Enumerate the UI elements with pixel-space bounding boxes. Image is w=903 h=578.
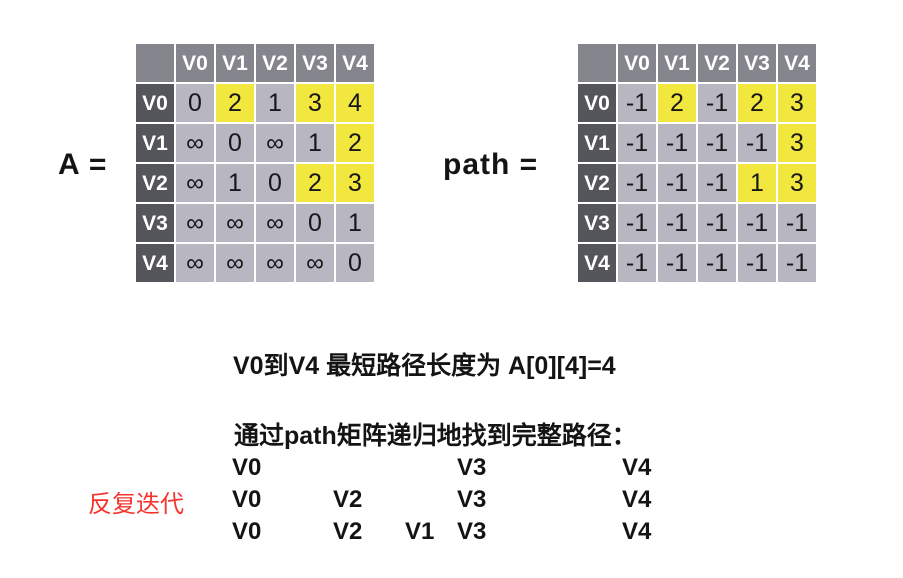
col-header-cell: V4 [778,44,816,82]
matrix-cell: 1 [296,124,334,162]
matrix-cell: 2 [658,84,696,122]
matrix-cell: 3 [336,164,374,202]
path-node: V2 [333,518,363,545]
matrix-cell: 3 [296,84,334,122]
row-header-cell: V2 [136,164,174,202]
row-header-cell: V1 [136,124,174,162]
matrix-cell: -1 [618,204,656,242]
matrix-cell: -1 [618,84,656,122]
matrix-cell: -1 [698,204,736,242]
row-header-cell: V1 [578,124,616,162]
col-header-cell: V2 [256,44,294,82]
path-node: V4 [622,518,652,545]
matrix-cell: 1 [256,84,294,122]
col-header-cell: V0 [618,44,656,82]
matrix-cell: ∞ [176,164,214,202]
matrix-cell: ∞ [216,204,254,242]
path-node: V0 [232,454,262,481]
row-header-cell: V4 [136,244,174,282]
matrix-cell: -1 [698,164,736,202]
path-node: V4 [622,486,652,513]
matrix-cell: ∞ [296,244,334,282]
matrix-cell: -1 [618,164,656,202]
matrix-cell: ∞ [176,124,214,162]
matrix-cell: 1 [738,164,776,202]
matrix-cell: -1 [658,164,696,202]
matrix-cell: ∞ [256,124,294,162]
path-node: V4 [622,454,652,481]
path-node: V0 [232,486,262,513]
path-node: V3 [457,518,487,545]
matrix-path-label: path = [443,148,539,181]
col-header-cell: V2 [698,44,736,82]
col-header-cell: V3 [296,44,334,82]
corner-cell [578,44,616,82]
matrix-cell: 3 [778,164,816,202]
matrix-cell: -1 [618,124,656,162]
row-header-cell: V2 [578,164,616,202]
matrix-cell: 2 [738,84,776,122]
path-node: V3 [457,486,487,513]
shortest-path-caption: V0到V4 最短路径长度为 A[0][4]=4 [233,352,616,380]
matrix-cell: 0 [256,164,294,202]
row-header-cell: V0 [136,84,174,122]
matrix-cell: ∞ [216,244,254,282]
matrix-cell: ∞ [176,204,214,242]
row-header-cell: V3 [578,204,616,242]
matrix-cell: -1 [698,84,736,122]
matrix-cell: 4 [336,84,374,122]
matrix-cell: 3 [778,124,816,162]
path-step-row: V0 V3 V4 [0,454,903,482]
matrix-cell: -1 [698,244,736,282]
path-step-row: V0 V2 V3 V4 [0,486,903,514]
row-header-cell: V0 [578,84,616,122]
matrix-cell: 0 [296,204,334,242]
iterate-annotation: 反复迭代 [88,491,184,518]
matrix-cell: -1 [778,244,816,282]
path-node: V2 [333,486,363,513]
col-header-cell: V3 [738,44,776,82]
matrix-cell: -1 [738,244,776,282]
matrix-cell: -1 [778,204,816,242]
matrix-cell: 0 [336,244,374,282]
matrix-cell: 2 [296,164,334,202]
matrix-cell: -1 [618,244,656,282]
matrix-cell: 1 [336,204,374,242]
matrix-cell: ∞ [256,204,294,242]
col-header-cell: V1 [216,44,254,82]
row-header-cell: V4 [578,244,616,282]
matrix-cell: ∞ [256,244,294,282]
matrix-cell: 1 [216,164,254,202]
matrix-cell: 3 [778,84,816,122]
recursive-find-caption: 通过path矩阵递归地找到完整路径： [234,422,637,450]
matrix-cell: -1 [658,244,696,282]
matrix-cell: 2 [336,124,374,162]
corner-cell [136,44,174,82]
matrix-cell: 0 [176,84,214,122]
col-header-cell: V4 [336,44,374,82]
matrix-cell: -1 [658,204,696,242]
path-node: V0 [232,518,262,545]
path-step-row: V0 V2 V1 V3 V4 [0,518,903,546]
matrix-cell: ∞ [176,244,214,282]
matrix-cell: 0 [216,124,254,162]
matrix-cell: -1 [738,204,776,242]
row-header-cell: V3 [136,204,174,242]
matrix-cell: -1 [658,124,696,162]
matrix-cell: -1 [738,124,776,162]
path-node: V1 [405,518,435,545]
path-node: V3 [457,454,487,481]
matrix-cell: 2 [216,84,254,122]
matrix-a-label: A = [58,148,108,181]
col-header-cell: V0 [176,44,214,82]
col-header-cell: V1 [658,44,696,82]
matrix-cell: -1 [698,124,736,162]
